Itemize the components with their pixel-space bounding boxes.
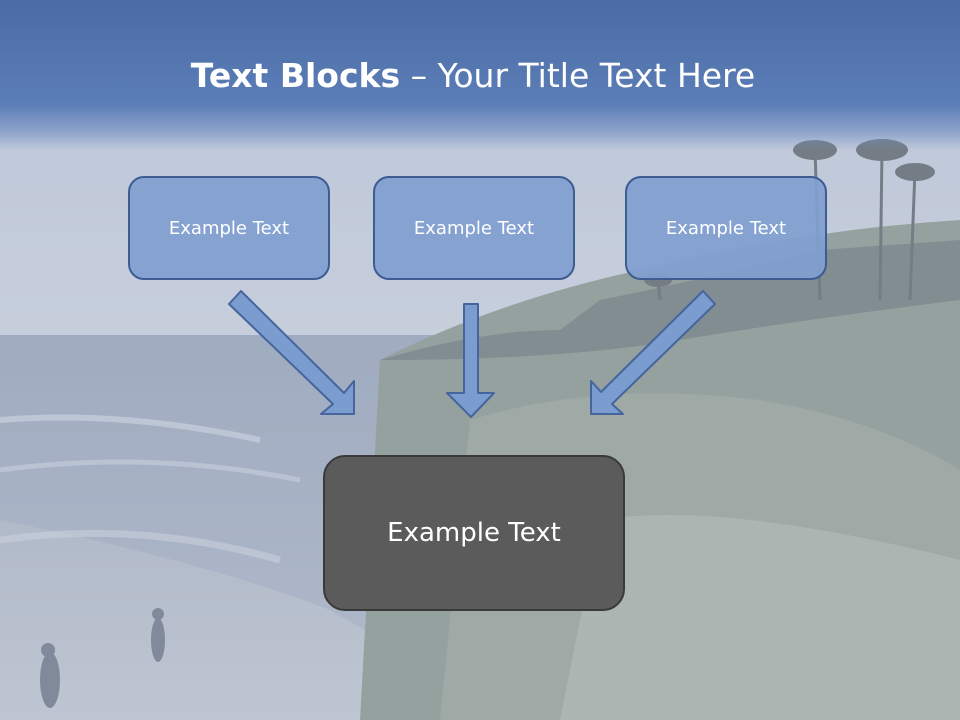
text-block-3-label: Example Text: [665, 217, 787, 239]
target-block-label: Example Text: [387, 518, 561, 548]
arrow-left: [228, 290, 355, 415]
slide-title: Text Blocks – Your Title Text Here: [0, 54, 946, 98]
target-block: Example Text: [323, 455, 625, 611]
text-block-1: Example Text: [128, 176, 330, 280]
arrow-right: [590, 290, 716, 415]
title-bar: [0, 0, 960, 150]
title-rest: – Your Title Text Here: [400, 56, 756, 95]
text-block-1-label: Example Text: [168, 217, 290, 239]
arrow-center: [446, 303, 495, 418]
text-block-3: Example Text: [625, 176, 827, 280]
title-bold: Text Blocks: [190, 56, 401, 95]
text-block-2: Example Text: [373, 176, 575, 280]
text-block-2-label: Example Text: [413, 217, 535, 239]
